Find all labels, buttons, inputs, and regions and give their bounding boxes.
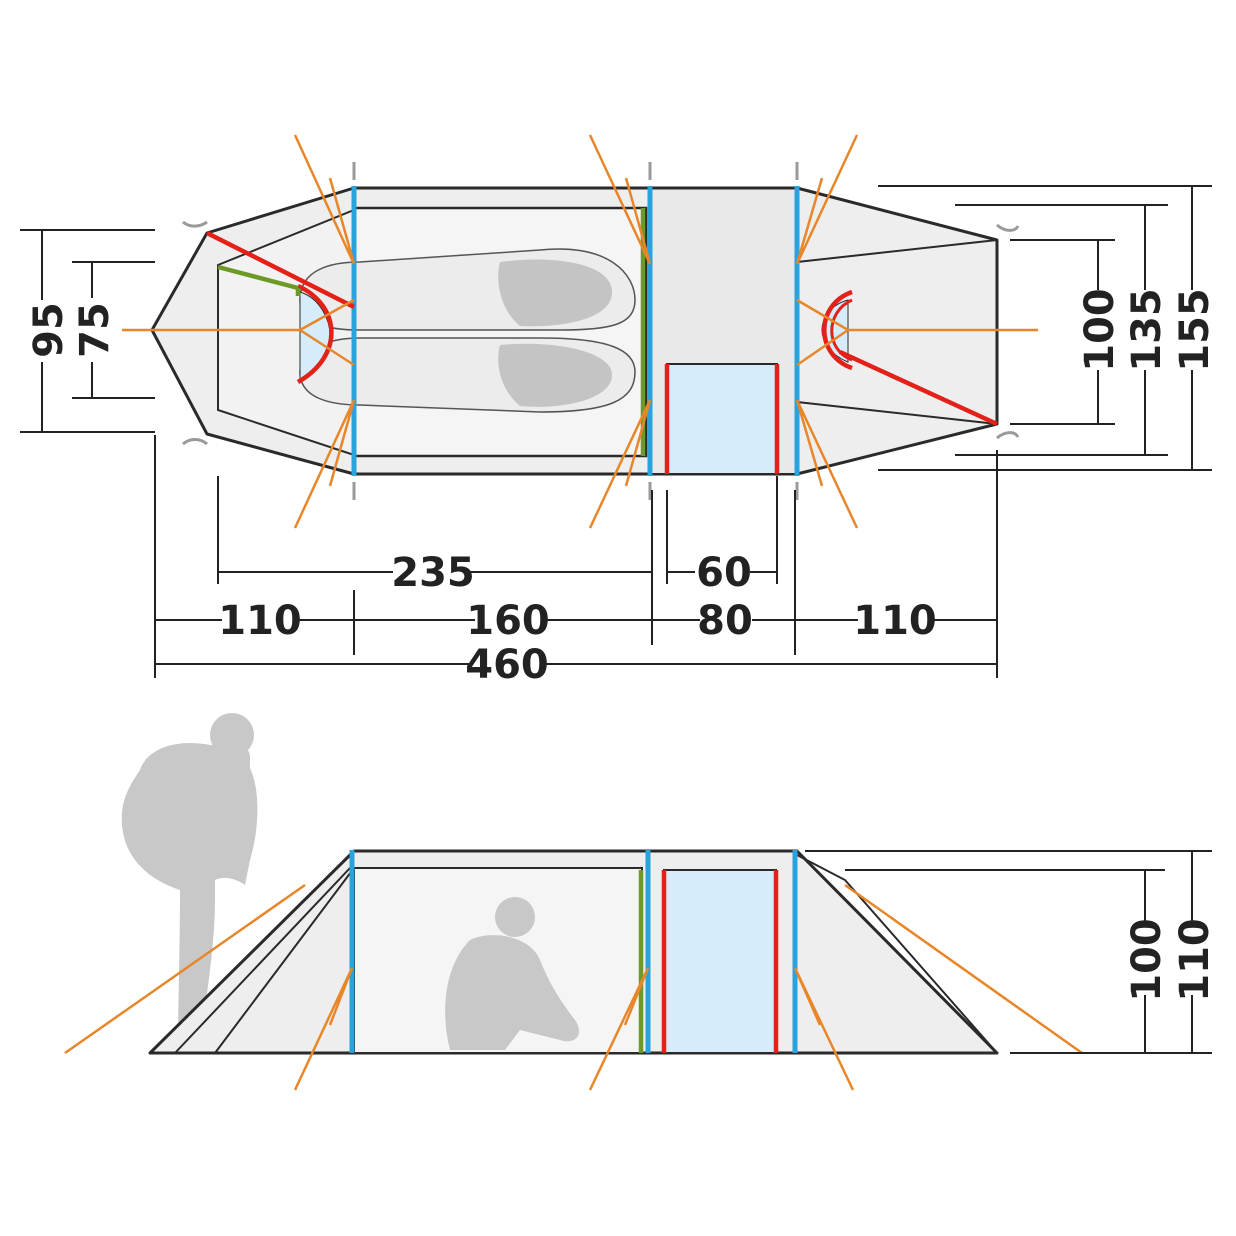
- pole-red-left-arc: [296, 283, 334, 384]
- right-vestibule-side: [796, 854, 998, 1054]
- dim-end-100: 100: [1077, 288, 1123, 372]
- sleeping-bag-bottom-hood: [498, 343, 612, 407]
- top-view: 95 75 100 135 155: [20, 134, 1218, 688]
- guyline-right-v1: [796, 298, 849, 332]
- dim-width-95: 95: [26, 302, 72, 358]
- guyline-right-v2: [796, 328, 849, 367]
- inner-tent: [352, 206, 648, 458]
- pole-red-right-arc: [822, 289, 853, 371]
- guyline-side-right: [844, 883, 1083, 1055]
- guyline: [795, 134, 859, 265]
- guylines-side: [64, 883, 1083, 1091]
- dim-end-135: 135: [1124, 288, 1170, 372]
- dim-inner-235: 235: [391, 550, 475, 596]
- guyline-left-v1: [299, 298, 355, 332]
- door-panel: [666, 363, 778, 475]
- guyline: [793, 967, 855, 1091]
- peg: [996, 223, 1020, 232]
- pegs-top: [182, 162, 1020, 500]
- dim-seg-160: 160: [466, 598, 550, 644]
- dim-height-100: 100: [1124, 918, 1170, 1002]
- pole-red-left-diag: [205, 230, 356, 310]
- dim-lines-right: [878, 185, 1212, 471]
- left-vestibule-side: [174, 867, 355, 1054]
- dim-seg-110-right: 110: [853, 598, 937, 644]
- dim-lines-side: [805, 850, 1212, 1054]
- guyline-left-v2: [299, 328, 355, 367]
- peg: [182, 438, 208, 446]
- red-poles-top: [205, 230, 998, 474]
- blue-poles-side: [349, 850, 798, 1053]
- blue-poles-top: [351, 186, 800, 476]
- right-vestibule-lines: [796, 239, 998, 425]
- dim-width-75: 75: [72, 302, 118, 358]
- sleeping-bag-top-hood: [498, 259, 612, 327]
- guyline: [588, 134, 652, 265]
- dim-door-60: 60: [696, 550, 752, 596]
- peg: [996, 431, 1020, 440]
- dim-total-460: 460: [465, 642, 549, 688]
- guyline-side-left: [64, 883, 306, 1055]
- guylines-top: [122, 134, 1038, 529]
- pole-red-right-diag: [839, 349, 998, 427]
- dim-seg-110-left: 110: [218, 598, 302, 644]
- guyline: [795, 399, 859, 529]
- dim-lines-left: [20, 229, 155, 433]
- pole-green-left: [217, 264, 299, 291]
- dim-lines-bottom: [154, 435, 998, 678]
- dim-height-110: 110: [1172, 918, 1218, 1002]
- side-view: 100 110: [64, 713, 1218, 1091]
- door-side: [663, 869, 777, 1054]
- guyline: [293, 967, 354, 1091]
- sitting-person-silhouette: [445, 897, 580, 1050]
- guyline: [293, 134, 356, 265]
- guyline: [293, 399, 356, 529]
- peg: [182, 220, 208, 228]
- guyline: [588, 967, 650, 1091]
- hiker-silhouette: [121, 713, 258, 1052]
- dim-end-155: 155: [1172, 288, 1218, 372]
- pole-red-right-arc-inner: [830, 298, 853, 362]
- red-poles-side: [661, 870, 779, 1053]
- dim-seg-80: 80: [697, 598, 753, 644]
- guyline: [588, 399, 652, 529]
